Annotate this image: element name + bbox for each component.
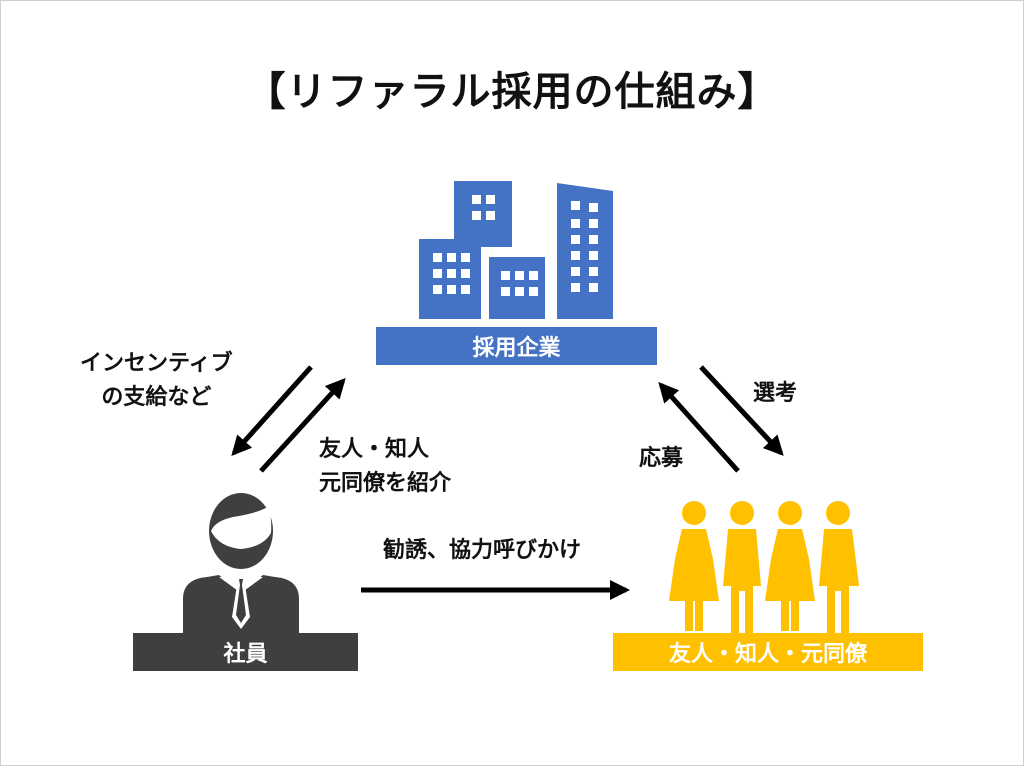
- employee-label: 社員: [223, 642, 268, 667]
- referral-label-line2: 元同僚を紹介: [319, 471, 452, 496]
- application-label: 応募: [639, 446, 684, 471]
- incentive-arrow: [231, 365, 313, 456]
- friends-label-bar: 友人・知人・元同僚: [613, 633, 923, 671]
- referral-arrow: [259, 378, 346, 473]
- company-label: 採用企業: [472, 336, 561, 361]
- company-label-bar: 採用企業: [376, 327, 657, 365]
- referral-label-line1: 友人・知人: [319, 437, 430, 462]
- selection-label: 選考: [753, 381, 798, 406]
- friends-icon: [669, 501, 859, 633]
- application-arrow: [658, 382, 740, 473]
- referral-label: 友人・知人 元同僚を紹介: [319, 433, 451, 501]
- incentive-label: インセンティブ の支給など: [80, 347, 233, 415]
- friends-label: 友人・知人・元同僚: [668, 642, 867, 667]
- building-icon: [419, 181, 613, 319]
- diagram-title: 【リファラル採用の仕組み】: [245, 69, 779, 115]
- employee-label-bar: 社員: [133, 633, 358, 671]
- employee-icon: [183, 493, 299, 633]
- solicit-label: 勧誘、協力呼びかけ: [383, 538, 582, 563]
- selection-arrow: [699, 365, 784, 456]
- incentive-label-line2: の支給など: [101, 385, 212, 410]
- incentive-label-line1: インセンティブ: [80, 351, 233, 376]
